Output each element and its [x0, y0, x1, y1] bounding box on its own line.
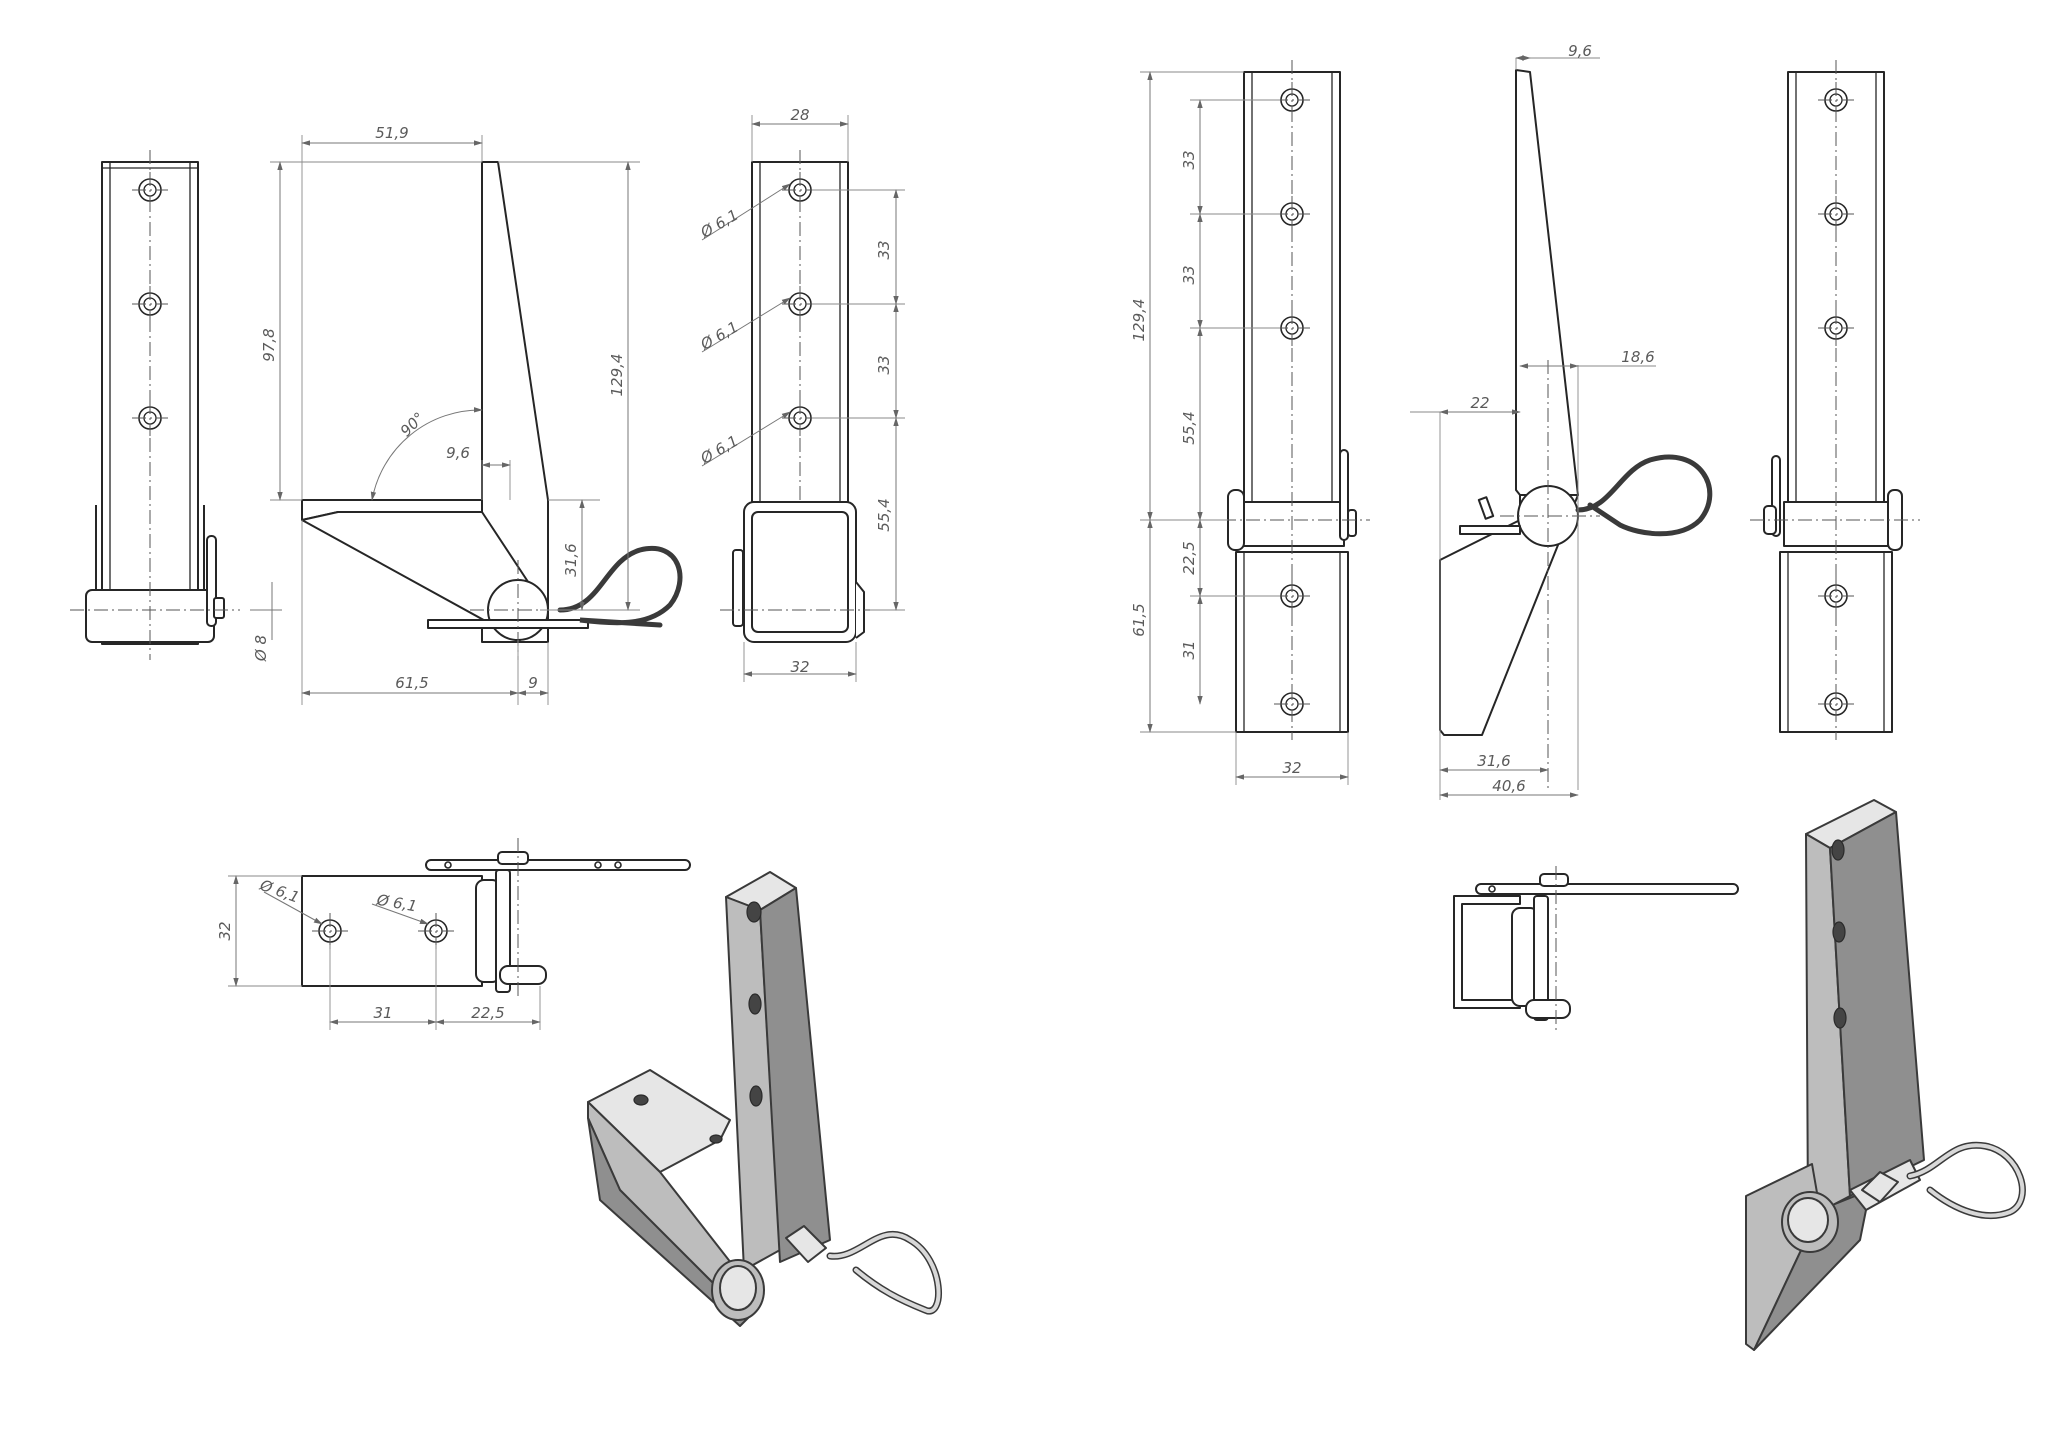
dim-lower-pitch: 31	[1180, 640, 1198, 659]
front-view-folded	[70, 150, 240, 660]
dim-angle: 90°	[397, 409, 429, 441]
dim-to-pin: 55,4	[1180, 411, 1198, 444]
dim-pitch-1: 33	[875, 240, 893, 259]
dim-height-short: 97,8	[260, 328, 278, 361]
dim-base-extra: 9	[528, 674, 538, 692]
side-view-folded: 51,9 97,8 129,4 90° 9,6 31,6 61,5 9 Ø 8	[250, 124, 683, 705]
dim-top-width: 51,9	[375, 124, 408, 142]
dim-width: 32	[216, 921, 234, 940]
dim-offset: 22	[1470, 394, 1489, 412]
dim-pin-to-hole: 22,5	[1180, 541, 1198, 574]
isometric-view-unfolded	[1745, 799, 2026, 1351]
dim-hole-2: Ø 6,1	[697, 318, 742, 354]
dim-mid-thickness: 18,6	[1621, 348, 1654, 366]
top-view-folded: 32 31 22,5 Ø 6,1 Ø 6,1	[216, 838, 691, 1030]
dim-offset: 9,6	[446, 444, 470, 462]
side-view-unfolded: 9,6 18,6 22 31,6 40,6	[1410, 42, 1713, 800]
dim-width-top: 28	[790, 106, 809, 124]
rear-view-folded: 28 32 33 33 55,4 Ø 6,1 Ø 6,1 Ø 6,1	[697, 106, 905, 682]
dim-width: 32	[1282, 759, 1301, 777]
front-view-unfolded: 129,4 61,5 33 33 55,4 22,5 31 32	[1130, 60, 1370, 785]
dim-width-bottom: 32	[790, 658, 809, 676]
top-view-unfolded	[1453, 866, 1739, 1030]
dim-to-edge: 22,5	[471, 1004, 504, 1022]
dim-hole-1: Ø 6,1	[697, 206, 742, 242]
dim-overall-width: 40,6	[1492, 777, 1525, 795]
isometric-view-folded	[587, 871, 942, 1327]
dim-pin-height: 31,6	[562, 543, 580, 576]
dim-foot-width: 31,6	[1477, 752, 1510, 770]
dim-total: 129,4	[1130, 299, 1148, 342]
dim-hole-a: Ø 6,1	[257, 876, 302, 907]
dim-hole-3: Ø 6,1	[697, 432, 742, 468]
dim-pitch-2: 33	[875, 355, 893, 374]
rear-view-unfolded	[1750, 60, 1920, 740]
dim-pitch-2: 33	[1180, 265, 1198, 284]
dim-pitch-1: 33	[1180, 150, 1198, 169]
dim-lower-total: 61,5	[1130, 603, 1148, 636]
dim-pin-dia: Ø 8	[252, 635, 270, 662]
dim-pitch: 31	[373, 1004, 392, 1022]
dim-base-width: 61,5	[395, 674, 428, 692]
dim-top-thickness: 9,6	[1568, 42, 1592, 60]
dim-to-pin: 55,4	[875, 498, 893, 531]
dim-height-total: 129,4	[608, 354, 626, 397]
